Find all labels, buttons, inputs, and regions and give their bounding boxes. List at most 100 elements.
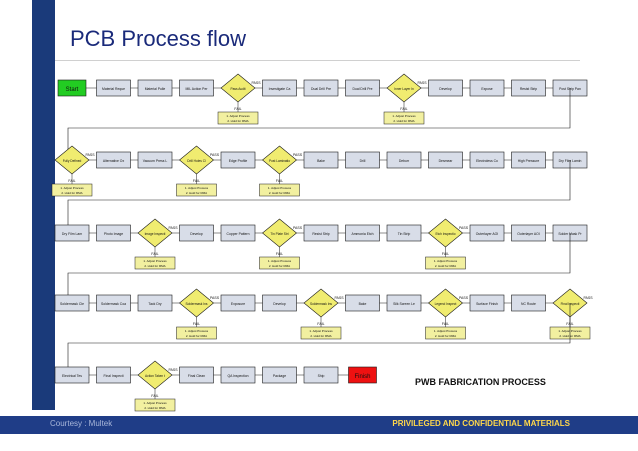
- process-node: [179, 79, 214, 97]
- process-node: [179, 366, 214, 384]
- decision-label: Pass Audit: [230, 87, 245, 91]
- note-line: 1. Adjust Process: [60, 186, 84, 190]
- process-node: [469, 79, 505, 97]
- node-label: Silk Screen Le: [393, 302, 415, 306]
- node-label: Drill: [360, 159, 366, 163]
- pass-label: PASS: [85, 153, 95, 157]
- corrective-note: [425, 256, 466, 270]
- pass-label: PASS: [251, 81, 261, 85]
- node-label: Electrical Tes: [62, 374, 82, 378]
- node-label: Develop: [273, 302, 286, 306]
- note-line: 1. Adjust Process: [309, 329, 333, 333]
- process-node: [345, 151, 380, 169]
- note-line: 1. Adjust Process: [392, 114, 416, 118]
- row-wrap-connector: [67, 88, 571, 161]
- finish-node: [348, 366, 377, 384]
- note-line: 2. Hold for RMA: [435, 334, 456, 338]
- note-line: 1. Adjust Process: [226, 114, 250, 118]
- process-node: [262, 366, 297, 384]
- note-line: 1. Adjust Process: [268, 186, 292, 190]
- title-bar: [55, 20, 580, 61]
- process-node: [262, 79, 297, 97]
- node-label: MIL Action Per: [186, 87, 209, 91]
- node-label: Soldermask Cle: [60, 302, 84, 306]
- node-label: Develop: [190, 232, 203, 236]
- node-label: Desmear: [439, 159, 454, 163]
- process-node: [96, 224, 131, 242]
- pass-label: PASS: [417, 81, 427, 85]
- node-label: Final Inspecti: [104, 374, 124, 378]
- pass-label: PASS: [334, 296, 344, 300]
- note-line: 1. Adjust Process: [185, 186, 209, 190]
- note-line: 1. Adjust Process: [434, 329, 458, 333]
- node-label: Resist Strip: [520, 87, 537, 91]
- process-node: [511, 79, 546, 97]
- process-title: PWB FABRICATION PROCESS: [415, 377, 546, 387]
- note-line: 1. Adjust Process: [434, 259, 458, 263]
- note-line: 2. Hold for RMA: [61, 191, 82, 195]
- node-label: Ship: [318, 374, 325, 378]
- pass-label: PASS: [293, 226, 303, 230]
- page-title: PCB Process flow: [70, 26, 247, 51]
- node-label: Photo Image: [104, 232, 123, 236]
- left-accent-stripe: [32, 0, 55, 410]
- corrective-note: [259, 183, 300, 197]
- node-label: Dry Film Lam: [62, 232, 82, 236]
- process-node: [220, 294, 256, 312]
- decision-label: Soldermask Ins: [186, 302, 208, 306]
- decision-label: Action Taken t: [145, 374, 165, 378]
- note-line: 2. Hold for RMA: [393, 119, 414, 123]
- pass-label: PASS: [583, 296, 593, 300]
- node-label: Alternative Ox: [103, 159, 125, 163]
- note-line: 2. Hold for RMA: [144, 406, 165, 410]
- note-line: 1. Adjust Process: [268, 259, 292, 263]
- decision-label: Tin Plate Stri: [270, 232, 288, 236]
- footer-confidential: PRIVILEGED AND CONFIDENTIAL MATERIALS: [392, 419, 570, 428]
- process-node: [96, 151, 131, 169]
- process-node: [137, 294, 173, 312]
- process-node: [345, 79, 380, 97]
- decision-label: Soldermask Ins: [310, 302, 332, 306]
- pass-label: PASS: [168, 226, 178, 230]
- process-node: [345, 294, 380, 312]
- node-label: Resist Strip: [312, 232, 329, 236]
- process-node: [428, 151, 463, 169]
- process-node: [511, 151, 546, 169]
- process-node: [386, 294, 422, 312]
- node-label: Bake: [317, 159, 325, 163]
- node-label: Electroless Co: [476, 159, 498, 163]
- process-node: [428, 79, 463, 97]
- note-line: 1. Adjust Process: [143, 401, 167, 405]
- brand-logo: alpha: [493, 38, 580, 58]
- node-label: Outerlayer AOI: [517, 232, 539, 236]
- decision-label: Fully Defined: [63, 159, 82, 163]
- process-node: [469, 151, 505, 169]
- process-node: [386, 151, 422, 169]
- corrective-note: [425, 326, 466, 340]
- node-label: QA Inspection: [227, 374, 248, 378]
- node-label: Investigate Ca: [269, 87, 291, 91]
- note-line: 2. Hold for RMA: [227, 119, 248, 123]
- process-node: [54, 366, 90, 384]
- note-line: 1. Adjust Process: [185, 329, 209, 333]
- node-label: Soldermask Coa: [101, 302, 126, 306]
- node-label: Dual Drill Pre: [311, 87, 331, 91]
- node-label: Ammonia Etch: [351, 232, 373, 236]
- process-node: [220, 224, 256, 242]
- footer-bar: [0, 416, 638, 434]
- corrective-note: [217, 111, 259, 125]
- process-node: [220, 366, 256, 384]
- decision-label: Image Inspecti: [145, 232, 166, 236]
- note-line: 2. Hold for RMA: [269, 264, 290, 268]
- pass-label: PASS: [459, 226, 469, 230]
- process-node: [345, 224, 380, 242]
- footer-courtesy: Courtesy : Multek: [50, 419, 113, 428]
- node-label: Deburr: [399, 159, 410, 163]
- node-label: Edge Profile: [229, 159, 248, 163]
- process-node: [220, 151, 256, 169]
- corrective-note: [176, 326, 217, 340]
- process-node: [96, 366, 131, 384]
- process-node: [137, 79, 173, 97]
- process-node: [511, 224, 546, 242]
- node-label: Solder Mask Pr: [558, 232, 582, 236]
